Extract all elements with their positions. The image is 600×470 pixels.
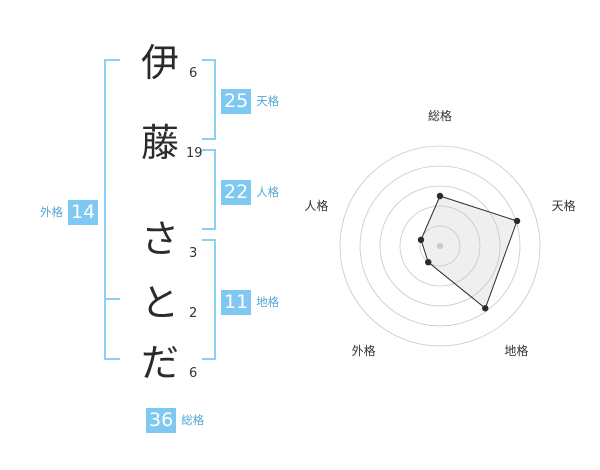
radar-point-2: [513, 217, 521, 225]
radar-ring-5: [339, 145, 541, 347]
radar-point-5: [417, 236, 425, 244]
name-char-2: 藤: [140, 121, 179, 165]
radar-ring-1: [419, 225, 461, 267]
radar-point-3: [482, 305, 489, 312]
soukaku-value: 36: [146, 408, 177, 433]
name-char-5: だ: [140, 341, 179, 385]
name-char-1: 伊: [140, 41, 179, 85]
radar-points: [417, 192, 521, 312]
stroke-count-5: 6: [189, 366, 198, 381]
radar-axis-label-2: 天格: [552, 198, 576, 213]
stroke-count-4: 2: [189, 306, 198, 321]
name-char-3: さ: [140, 217, 179, 261]
stroke-count-2: 19: [186, 146, 203, 161]
radar-axis-label-4: 外格: [352, 343, 376, 358]
tenkaku: 25 天格: [221, 89, 279, 114]
stroke-count-3: 3: [189, 246, 198, 261]
radar-point-4: [425, 258, 432, 266]
radar-axis-label-1: 総格: [428, 110, 452, 123]
name-char-4: と: [140, 281, 179, 325]
chikaku-value: 11: [221, 290, 252, 315]
jinkaku-value: 22: [221, 180, 252, 205]
radar-axis-label-3: 地格: [504, 343, 528, 358]
radar-rings: [339, 145, 541, 347]
radar-point-1: [436, 192, 444, 200]
stroke-count-1: 6: [189, 66, 198, 81]
jinkaku-label: 人格: [256, 184, 280, 199]
chikaku: 11 地格: [221, 290, 279, 315]
radar-axis-label-5: 人格: [304, 198, 328, 213]
jinkaku: 22 人格: [221, 180, 279, 205]
gaikaku: 外格 14: [40, 200, 99, 225]
soukaku: 36 総格: [146, 408, 204, 433]
tenkaku-label: 天格: [256, 93, 280, 108]
radar-ring-3: [379, 185, 501, 307]
chikaku-label: 地格: [256, 294, 280, 309]
radar-center: [436, 242, 444, 250]
soukaku-label: 総格: [181, 412, 205, 427]
radar-ring-4: [359, 165, 521, 327]
tenkaku-value: 25: [221, 89, 252, 114]
gaikaku-value: 14: [68, 200, 99, 225]
radar-shape: [420, 195, 518, 310]
radar-polygon: [420, 195, 518, 310]
gaikaku-label: 外格: [40, 204, 63, 219]
radar-ring-2: [399, 205, 481, 287]
